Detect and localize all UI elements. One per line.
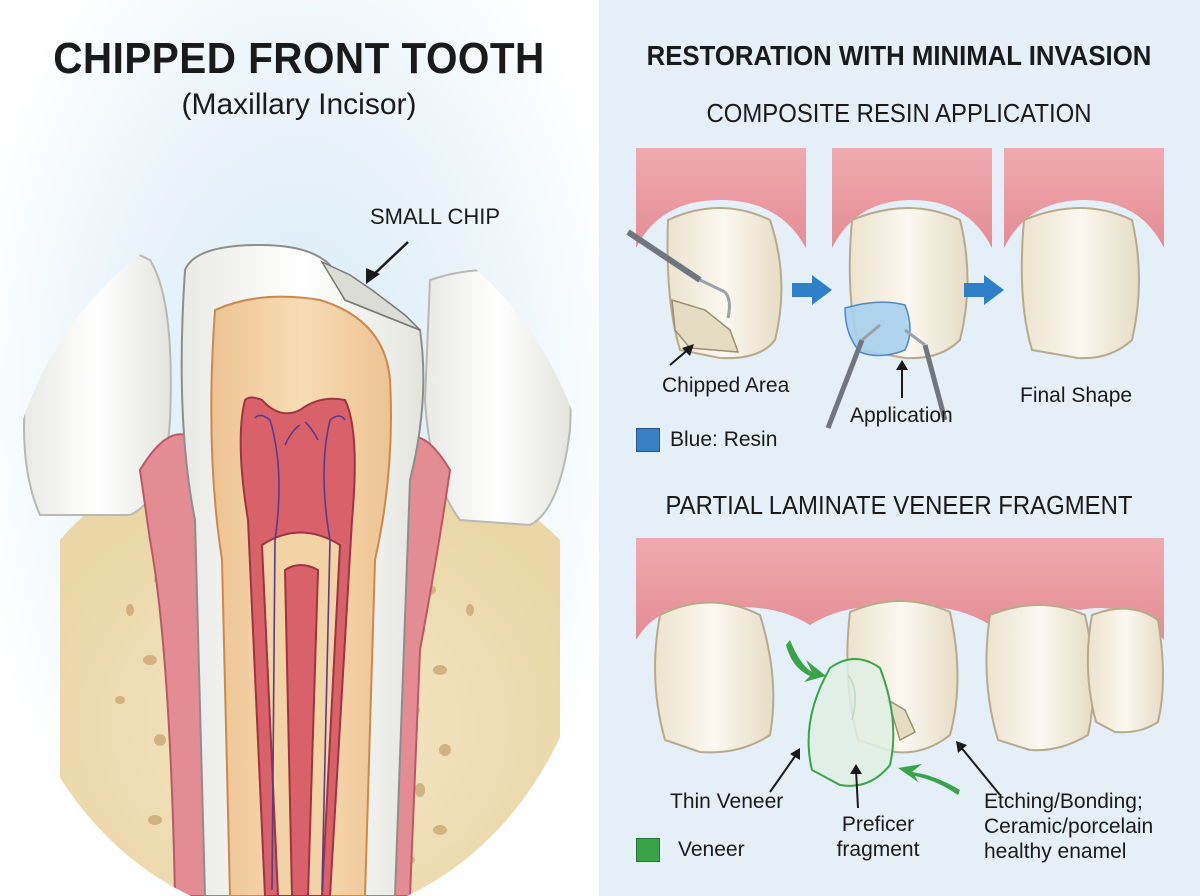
chip-fracture (320, 260, 421, 331)
application-label: Application (850, 404, 953, 427)
main-title: CHIPPED FRONT TOOTH (53, 34, 545, 83)
restoration-title: RESTORATION WITH MINIMAL INVASION (646, 40, 1152, 71)
tooth-cross-section (23, 241, 572, 896)
fragment-label-line2: fragment (836, 838, 920, 861)
chip-pointer-arrow (369, 241, 409, 279)
resin-legend-label: Blue: Resin (670, 428, 778, 451)
veneer-legend-swatch (636, 838, 660, 862)
fragment-label-line1: Preficer (841, 813, 915, 836)
veneer-heading: PARTIAL LAMINATE VENEER FRAGMENT (665, 490, 1133, 520)
main-subtitle: (Maxillary Incisor) (181, 88, 417, 121)
root-canal (283, 564, 320, 896)
chipped-area-label: Chipped Area (662, 374, 790, 397)
thin-veneer-label: Thin Veneer (670, 790, 784, 813)
panel-divider (597, 0, 599, 896)
resin-legend-swatch (636, 428, 660, 452)
veneer-legend-label: Veneer (678, 838, 745, 861)
small-chip-label: SMALL CHIP (370, 204, 501, 229)
nerve-vessels (254, 414, 346, 891)
bonding-label-line2: Ceramic/porcelain (984, 815, 1154, 838)
bonding-label-line1: Etching/Bonding; (984, 790, 1143, 813)
composite-heading: COMPOSITE RESIN APPLICATION (706, 98, 1092, 128)
bonding-label-line3: healthy enamel (984, 840, 1127, 863)
final-shape-label: Final Shape (1020, 384, 1133, 407)
